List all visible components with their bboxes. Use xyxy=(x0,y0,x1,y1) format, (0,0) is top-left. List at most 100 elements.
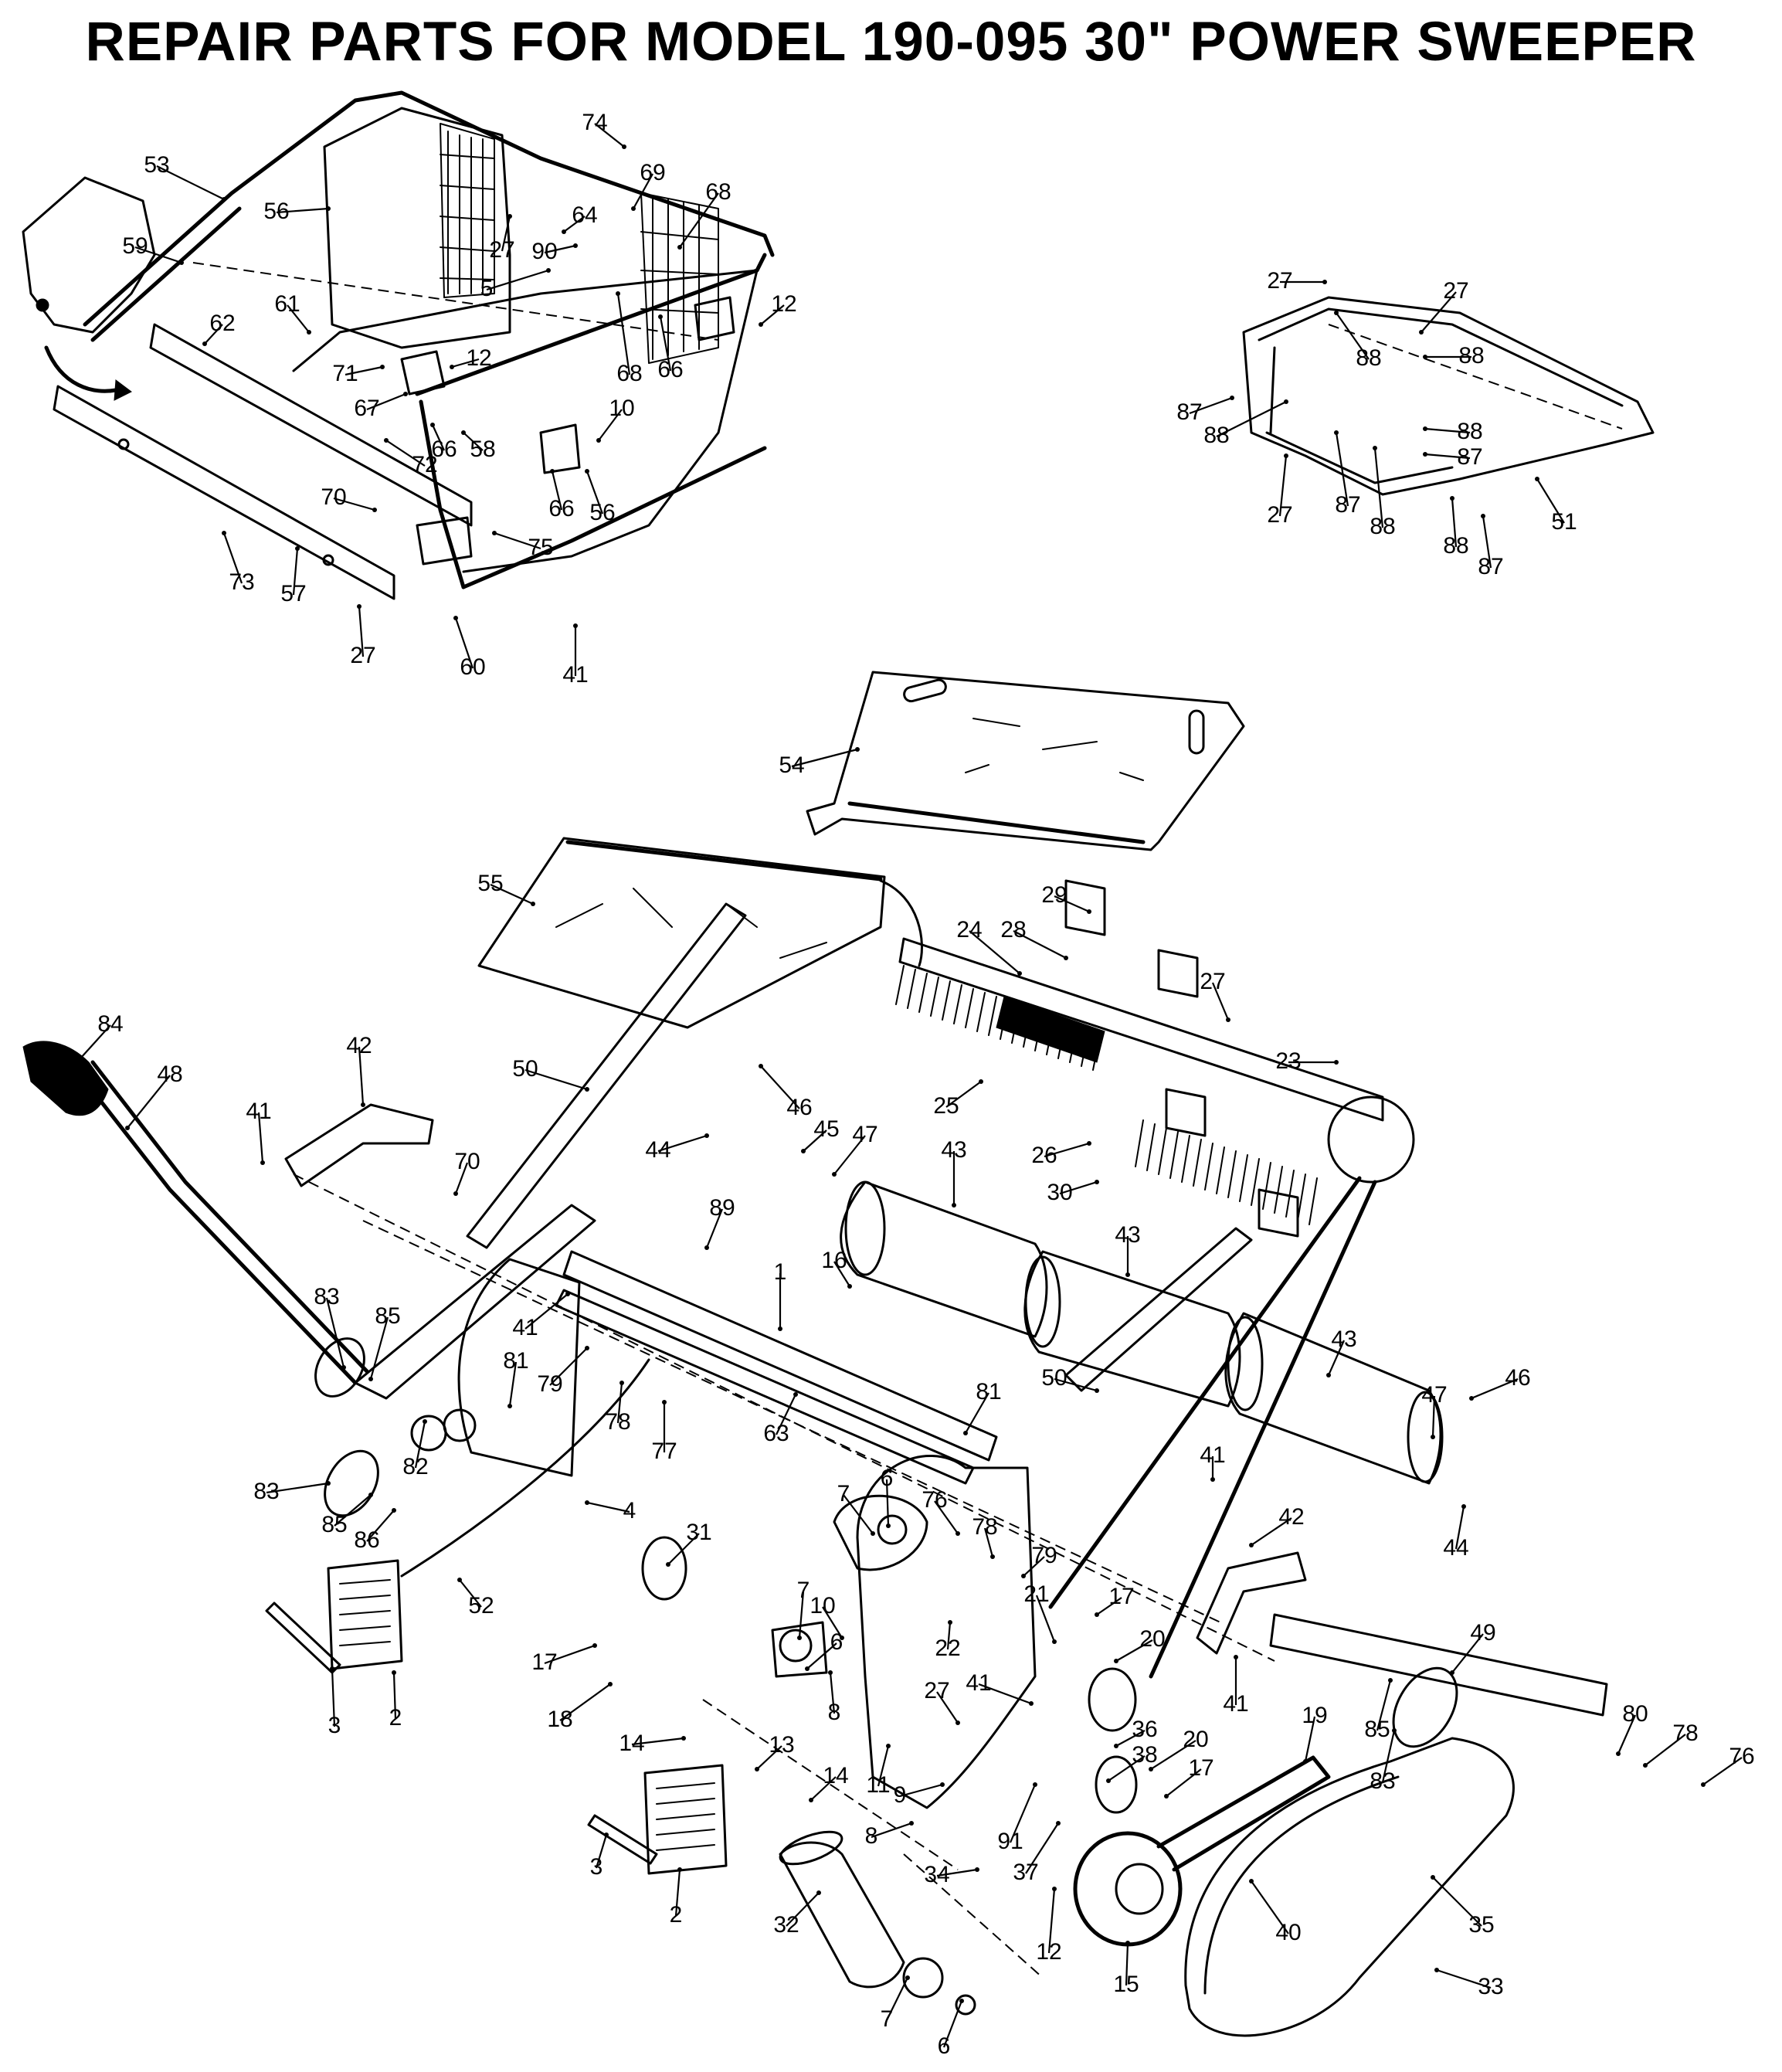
callout-number: 40 xyxy=(1275,1920,1301,1945)
callout-number: 27 xyxy=(1267,268,1292,294)
callout-arrowhead xyxy=(1334,430,1339,435)
roller-tubes xyxy=(840,1180,1444,1485)
callout-arrowhead xyxy=(1423,355,1427,359)
callout-number: 67 xyxy=(354,396,379,421)
callout-leader xyxy=(544,1644,596,1665)
callout-leader xyxy=(934,1500,959,1534)
callout-arrowhead xyxy=(855,747,860,752)
callout-number: 26 xyxy=(1031,1143,1057,1168)
callout-number: 78 xyxy=(605,1409,630,1435)
callout-leader xyxy=(843,1494,874,1534)
callout-arrowhead xyxy=(453,1191,458,1196)
callout-number: 20 xyxy=(1139,1626,1165,1652)
callout-number: 2 xyxy=(389,1705,402,1731)
callout-arrowhead xyxy=(832,1172,837,1177)
callout-number: 42 xyxy=(1278,1504,1304,1530)
callout-arrowhead xyxy=(1334,311,1339,315)
callout-arrowhead xyxy=(631,206,636,211)
callout-leader xyxy=(459,1579,482,1608)
callout-number: 64 xyxy=(572,202,597,228)
callout-arrowhead xyxy=(1226,1017,1230,1022)
callout-number: 76 xyxy=(1729,1744,1754,1769)
callout-arrowhead xyxy=(1322,280,1327,284)
callout-number: 27 xyxy=(924,1678,949,1703)
callout-leader xyxy=(877,1745,890,1787)
callout-number: 27 xyxy=(1443,278,1468,304)
callout-arrowhead xyxy=(372,508,377,512)
callout-leader xyxy=(451,358,480,369)
callout-arrowhead xyxy=(1284,399,1288,404)
callout-number: 90 xyxy=(531,239,557,264)
callout-leader xyxy=(1376,1680,1392,1731)
callout-leader xyxy=(1617,1714,1637,1754)
callout-leader xyxy=(631,1737,684,1746)
callout-arrowhead xyxy=(1334,1060,1339,1065)
callout-arrowhead xyxy=(952,1203,956,1208)
callout-number: 17 xyxy=(1108,1584,1134,1609)
callout-leader xyxy=(345,365,383,376)
callout-arrowhead xyxy=(1114,1659,1118,1663)
callout-arrowhead xyxy=(608,1682,613,1686)
callout-arrowhead xyxy=(1392,1728,1397,1733)
callout-arrowhead xyxy=(461,430,466,435)
callout-number: 15 xyxy=(1113,1972,1139,1997)
callout-leader xyxy=(1421,291,1457,333)
callout-number: 61 xyxy=(274,291,300,317)
callout-leader xyxy=(965,1392,989,1434)
callout-number: 47 xyxy=(1421,1382,1447,1408)
callout-number: 16 xyxy=(821,1248,847,1273)
callout-leader xyxy=(1381,1730,1396,1783)
callout-arrowhead xyxy=(816,1890,821,1895)
callout-leader xyxy=(822,1606,843,1639)
callout-number: 88 xyxy=(1458,343,1484,369)
callout-number: 30 xyxy=(1047,1180,1072,1205)
callout-leader xyxy=(760,1065,800,1109)
callout-leader xyxy=(1216,401,1287,437)
callout-leader xyxy=(454,1162,469,1194)
callout-arrowhead xyxy=(948,1620,952,1625)
callout-number: 66 xyxy=(431,436,457,462)
callout-number: 41 xyxy=(1223,1691,1248,1717)
callout-leaders xyxy=(71,123,1743,2048)
callout-number: 34 xyxy=(924,1862,949,1887)
callout-leader xyxy=(942,2000,963,2048)
callout-number: 59 xyxy=(122,233,148,259)
callout-leader xyxy=(969,930,1020,974)
callout-arrowhead xyxy=(909,1821,914,1826)
callout-arrowhead xyxy=(1064,956,1068,960)
callout-number: 27 xyxy=(1200,969,1225,994)
callout-arrowhead xyxy=(71,1064,76,1068)
callout-number: 52 xyxy=(468,1593,494,1619)
callout-number: 73 xyxy=(229,569,254,595)
callout-number: 6 xyxy=(881,1466,894,1491)
callout-arrowhead xyxy=(1423,426,1427,431)
callout-number: 85 xyxy=(321,1512,347,1537)
callout-number: 66 xyxy=(657,357,683,382)
callout-number: 4 xyxy=(623,1498,636,1523)
callout-number: 33 xyxy=(1478,1974,1503,1999)
callout-number: 77 xyxy=(651,1439,677,1464)
callout-leader xyxy=(454,617,474,669)
callout-leader xyxy=(1451,1633,1484,1673)
callout-number: 43 xyxy=(1331,1326,1356,1352)
callout-number: 80 xyxy=(1622,1701,1648,1727)
callout-leader xyxy=(358,1046,365,1106)
callout-arrowhead xyxy=(955,1720,960,1725)
callout-number: 43 xyxy=(1115,1222,1140,1248)
callout-arrowhead xyxy=(1388,1678,1393,1683)
callout-number: 48 xyxy=(157,1061,182,1087)
callout-arrowhead xyxy=(585,469,589,474)
callout-arrowhead xyxy=(677,245,682,250)
callout-arrowhead xyxy=(380,365,385,369)
callout-leader xyxy=(1336,312,1370,360)
callout-arrowhead xyxy=(1095,1388,1099,1393)
callout-arrowhead xyxy=(326,206,331,211)
callout-leader xyxy=(501,216,511,252)
callout-number: 49 xyxy=(1470,1620,1495,1646)
callout-arrowhead xyxy=(457,1578,462,1582)
callout-number: 62 xyxy=(209,311,235,336)
callout-number: 47 xyxy=(852,1122,877,1147)
callout-number: 83 xyxy=(1370,1768,1395,1794)
callout-leader xyxy=(490,883,534,905)
